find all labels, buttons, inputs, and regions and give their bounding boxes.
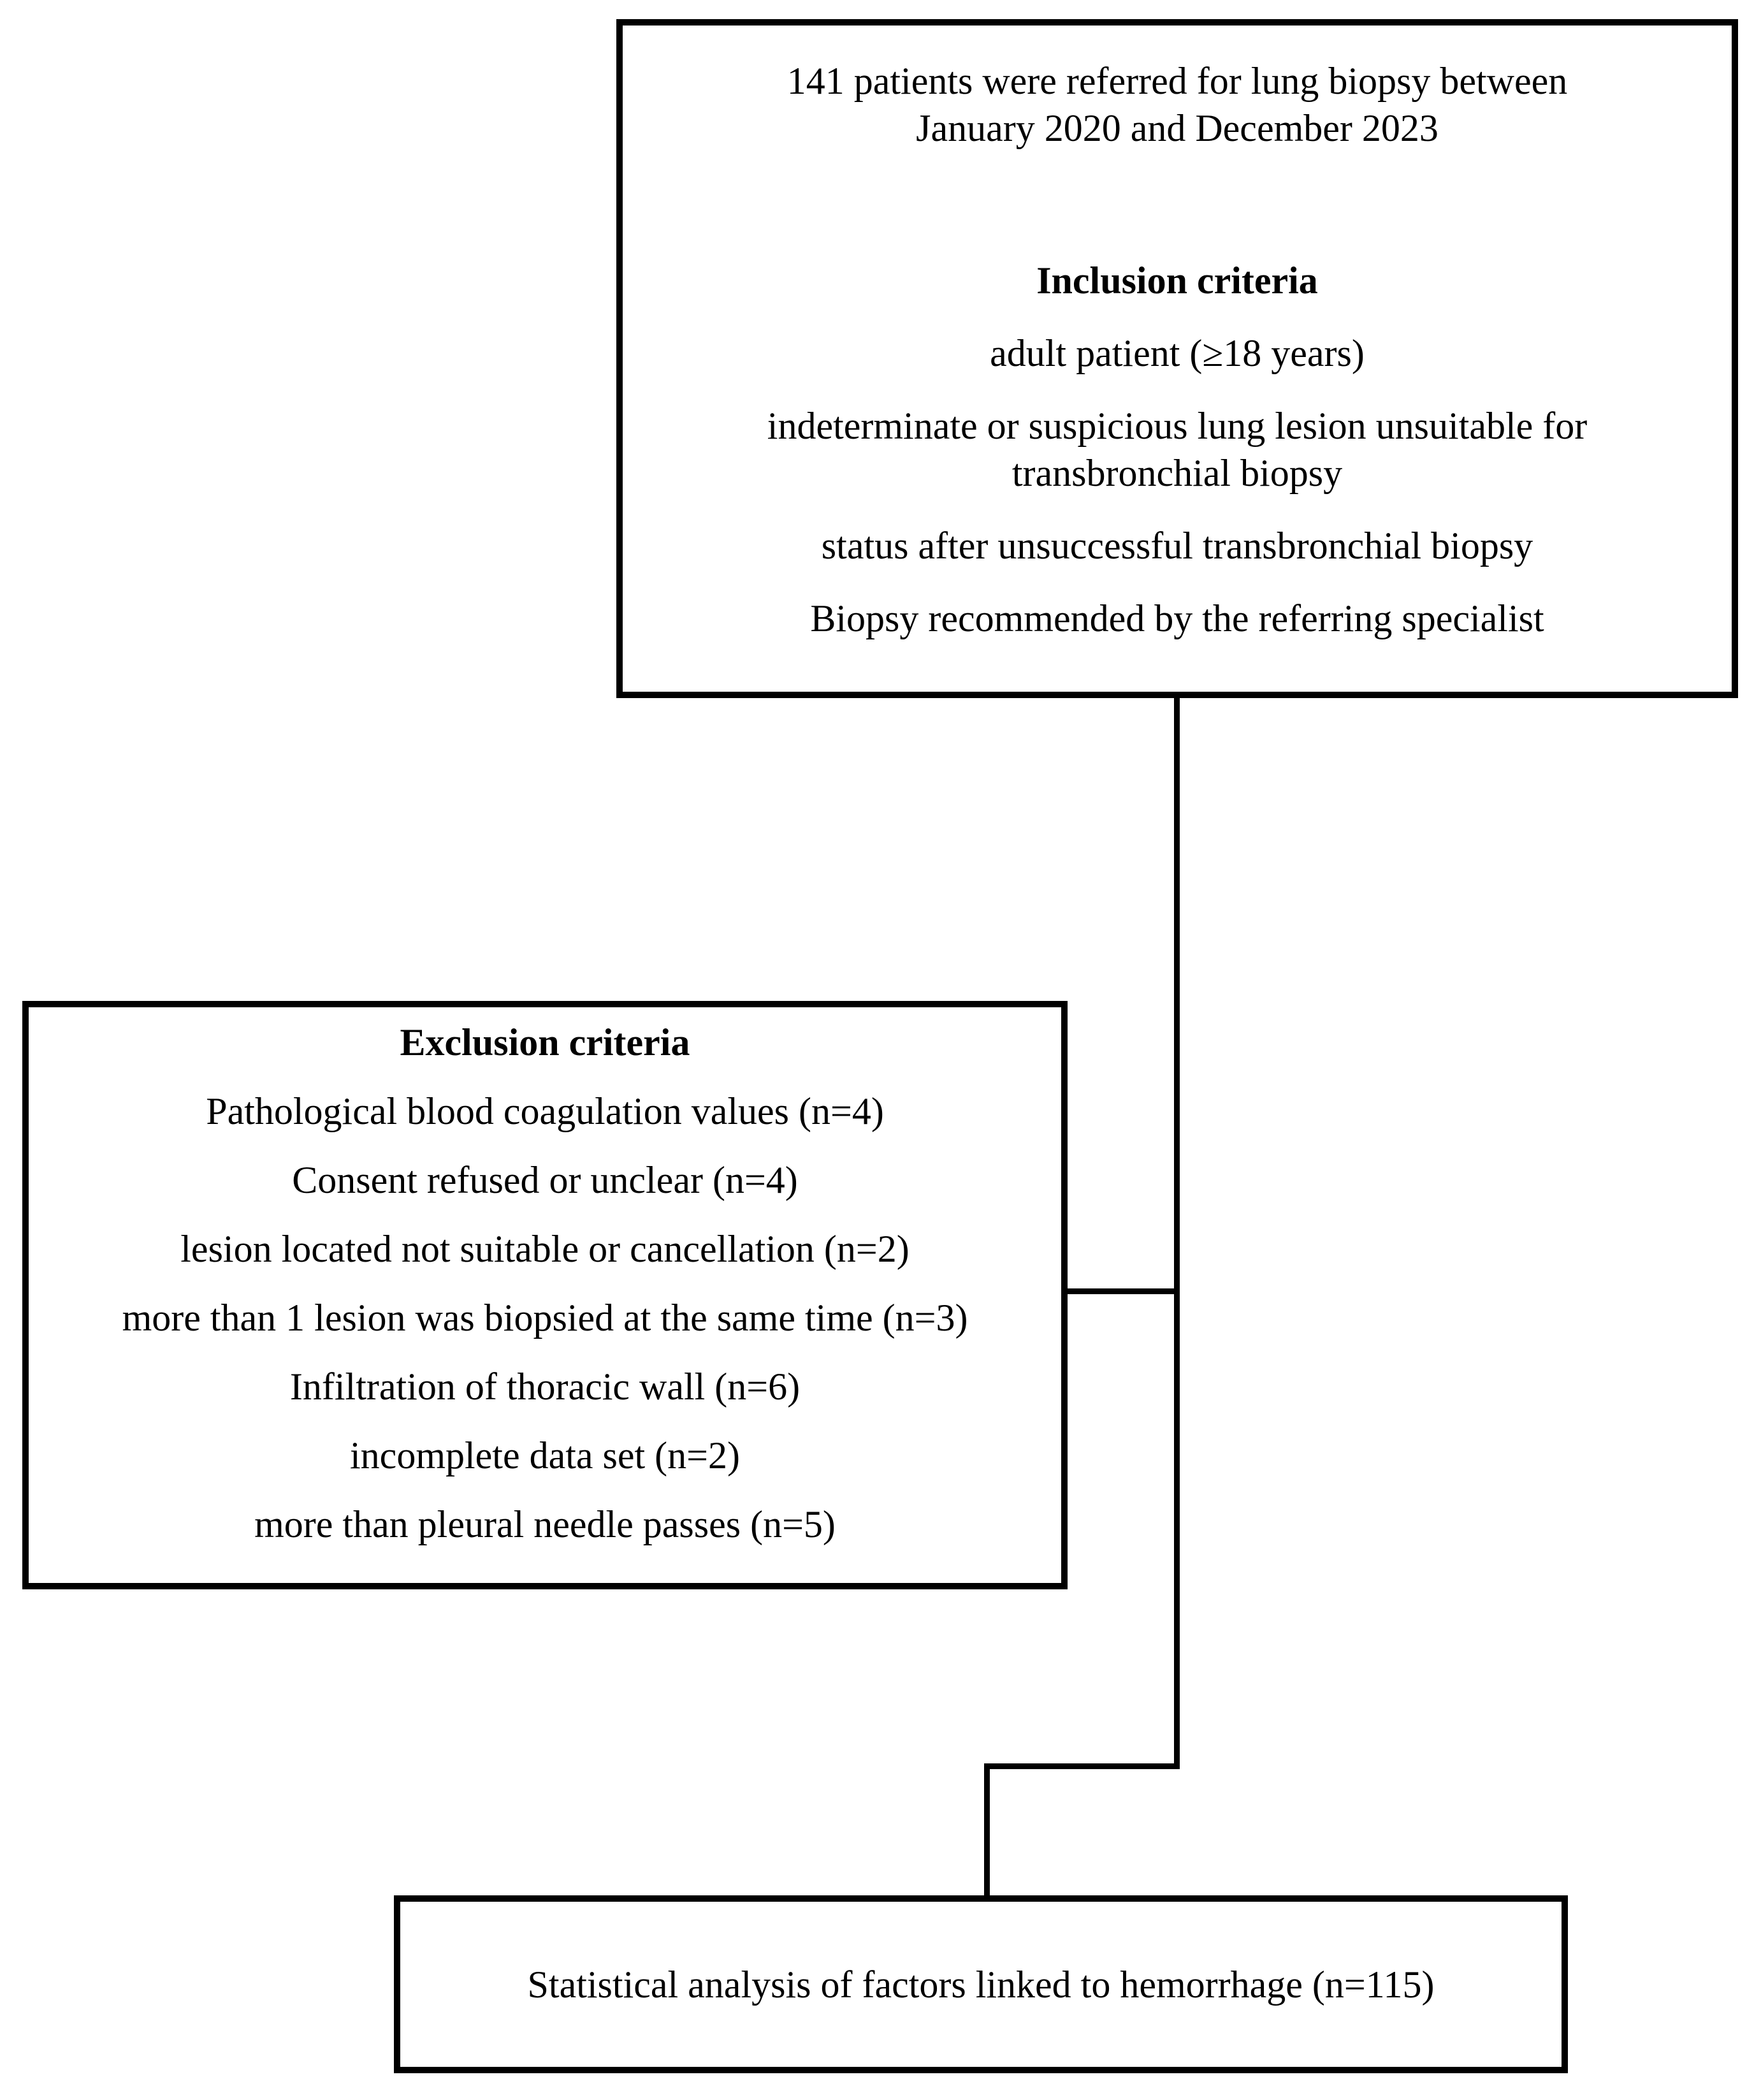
exclusion-item: Pathological blood coagulation values (n…	[206, 1090, 884, 1132]
exclusion-box: Exclusion criteria Pathological blood co…	[22, 1001, 1068, 1589]
connector-step-horizontal	[984, 1763, 1180, 1769]
inclusion-criteria-heading: Inclusion criteria	[1036, 259, 1318, 302]
connector-step-vertical	[984, 1763, 990, 1895]
connector-trunk-vertical	[1174, 698, 1180, 1769]
inclusion-criterion: status after unsuccessful transbronchial…	[821, 525, 1533, 567]
inclusion-criterion: adult patient (≥18 years)	[990, 332, 1365, 374]
exclusion-item: Consent refused or unclear (n=4)	[292, 1159, 798, 1201]
exclusion-item: more than 1 lesion was biopsied at the s…	[122, 1297, 968, 1339]
connector-exclusion-horizontal	[1064, 1288, 1180, 1294]
inclusion-criterion: indeterminate or suspicious lung lesion …	[767, 405, 1588, 494]
exclusion-item: lesion located not suitable or cancellat…	[180, 1228, 910, 1270]
inclusion-criterion: Biopsy recommended by the referring spec…	[810, 597, 1544, 639]
exclusion-item: incomplete data set (n=2)	[350, 1434, 740, 1477]
referral-summary-text: 141 patients were referred for lung biop…	[786, 60, 1568, 149]
exclusion-criteria-heading: Exclusion criteria	[400, 1021, 690, 1063]
exclusion-item: more than pleural needle passes (n=5)	[254, 1503, 836, 1545]
result-text: Statistical analysis of factors linked t…	[527, 1963, 1435, 2006]
inclusion-box: 141 patients were referred for lung biop…	[616, 19, 1738, 698]
result-box: Statistical analysis of factors linked t…	[394, 1895, 1568, 2073]
exclusion-item: Infiltration of thoracic wall (n=6)	[289, 1366, 801, 1408]
